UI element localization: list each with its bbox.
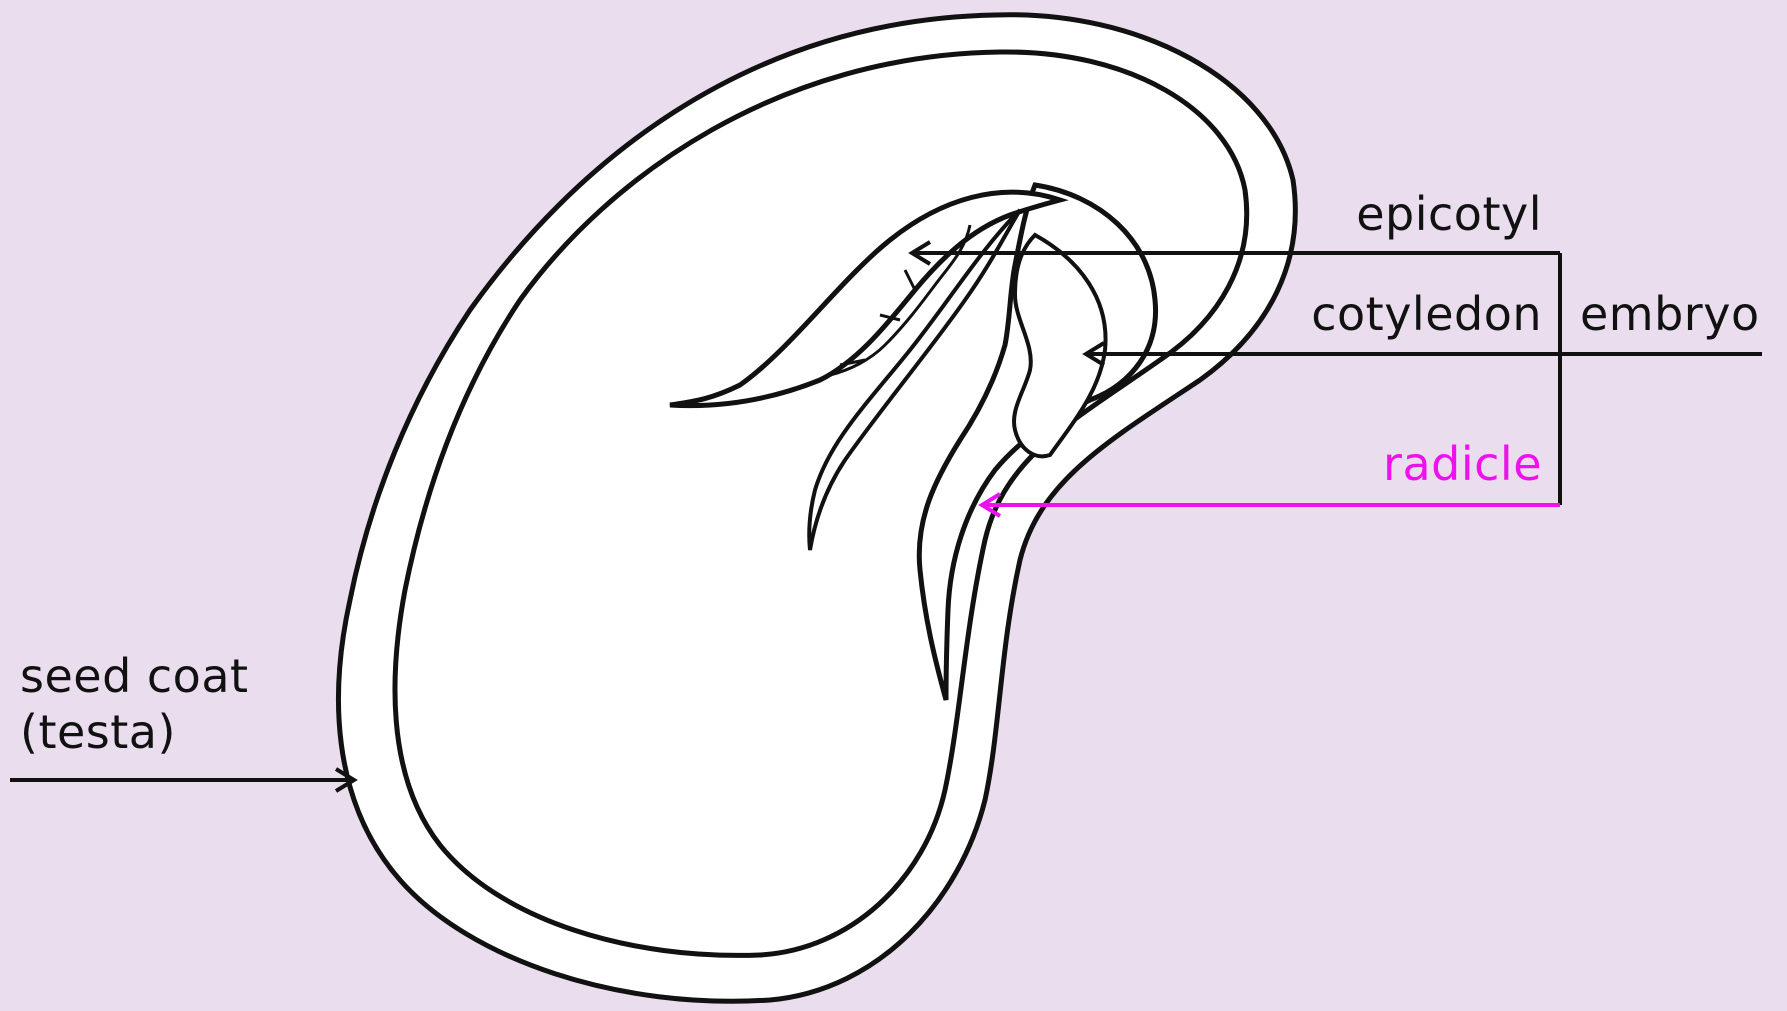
label-seed-coat: seed coat — [20, 648, 249, 704]
label-embryo: embryo — [1580, 286, 1760, 342]
label-testa: (testa) — [20, 704, 176, 760]
label-radicle: radicle — [1372, 436, 1542, 492]
label-epicotyl: epicotyl — [1352, 186, 1542, 242]
label-cotyledon: cotyledon — [1300, 286, 1542, 342]
